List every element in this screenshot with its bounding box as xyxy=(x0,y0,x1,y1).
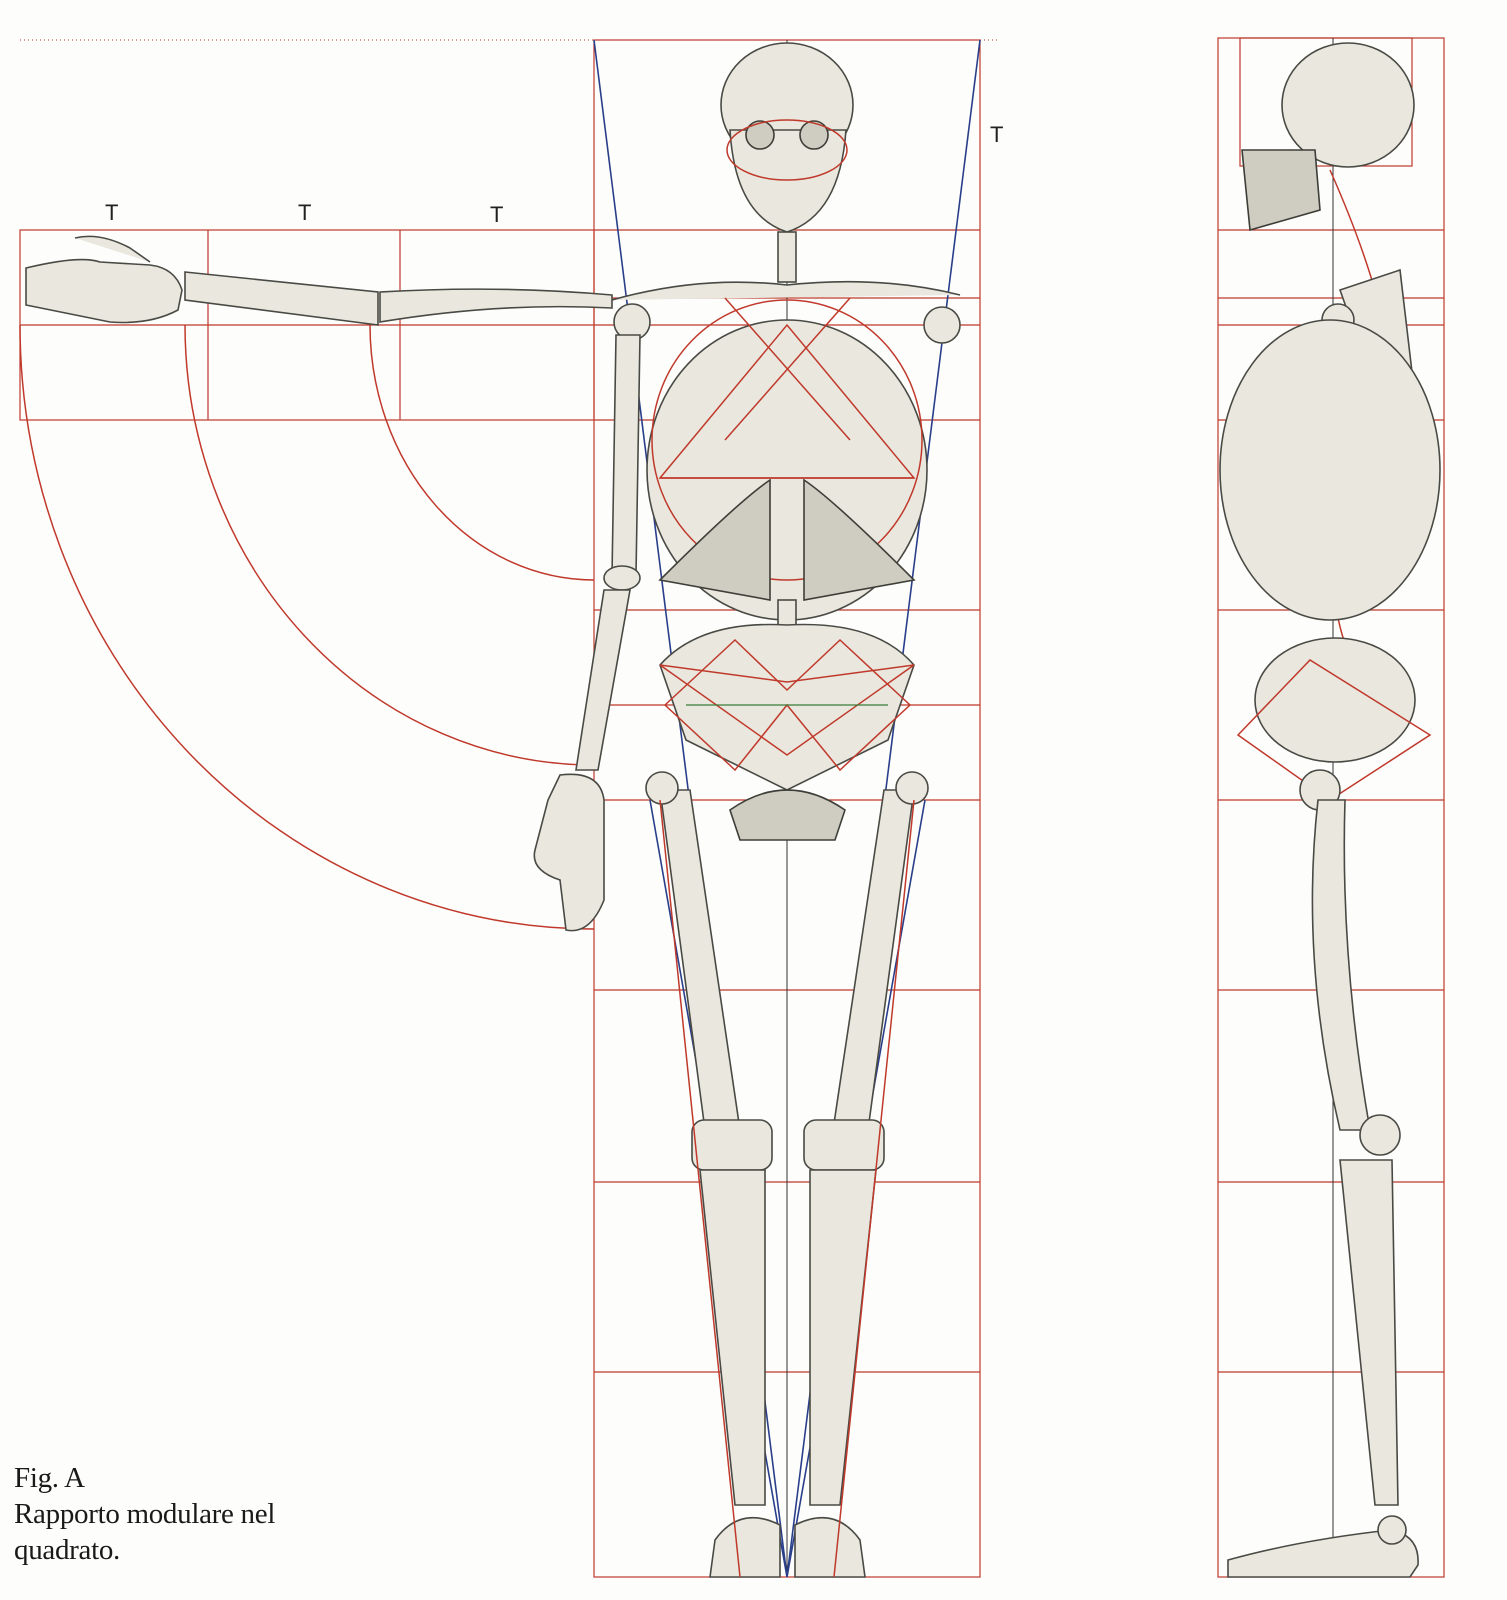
thumb xyxy=(75,236,150,262)
left-knee xyxy=(692,1120,772,1170)
cervical-spine xyxy=(778,232,796,282)
extended-forearm xyxy=(185,272,378,325)
module-labels: T T T T xyxy=(105,122,1003,227)
module-label-2: T xyxy=(298,200,311,225)
figure-caption: Fig. A Rapporto modulare nel quadrato. xyxy=(14,1460,275,1568)
side-skull xyxy=(1282,43,1414,167)
right-tibia xyxy=(810,1170,876,1505)
module-label-1: T xyxy=(105,200,118,225)
right-foot xyxy=(795,1518,865,1577)
right-knee xyxy=(804,1120,884,1170)
clavicles xyxy=(612,282,960,300)
side-knee xyxy=(1360,1115,1400,1155)
left-orbit xyxy=(746,121,774,149)
side-skeleton xyxy=(1220,43,1440,1577)
side-jaw xyxy=(1242,150,1320,230)
left-tibia xyxy=(700,1170,765,1505)
arm-module-grid xyxy=(20,230,594,420)
front-skeleton xyxy=(26,43,960,1577)
side-pelvis xyxy=(1255,638,1415,762)
hanging-forearm xyxy=(576,590,630,770)
side-ribcage xyxy=(1220,320,1440,620)
module-label-3: T xyxy=(490,202,503,227)
caption-line-1: Rapporto modulare nel xyxy=(14,1496,275,1532)
caption-line-2: quadrato. xyxy=(14,1532,275,1568)
caption-title: Fig. A xyxy=(14,1460,275,1496)
extended-humerus xyxy=(380,289,612,322)
pelvis xyxy=(660,625,914,791)
rotation-arcs xyxy=(20,325,594,929)
hanging-humerus xyxy=(612,335,640,575)
skull-face xyxy=(730,130,846,232)
extended-hand xyxy=(26,260,182,323)
hanging-hand xyxy=(534,774,604,930)
left-femur xyxy=(660,790,740,1130)
right-shoulder-joint xyxy=(924,307,960,343)
module-label-4: T xyxy=(990,122,1003,147)
side-tibia xyxy=(1340,1160,1398,1505)
right-orbit xyxy=(800,121,828,149)
right-femur xyxy=(833,790,914,1130)
side-femur xyxy=(1312,800,1370,1130)
left-foot xyxy=(710,1518,780,1577)
